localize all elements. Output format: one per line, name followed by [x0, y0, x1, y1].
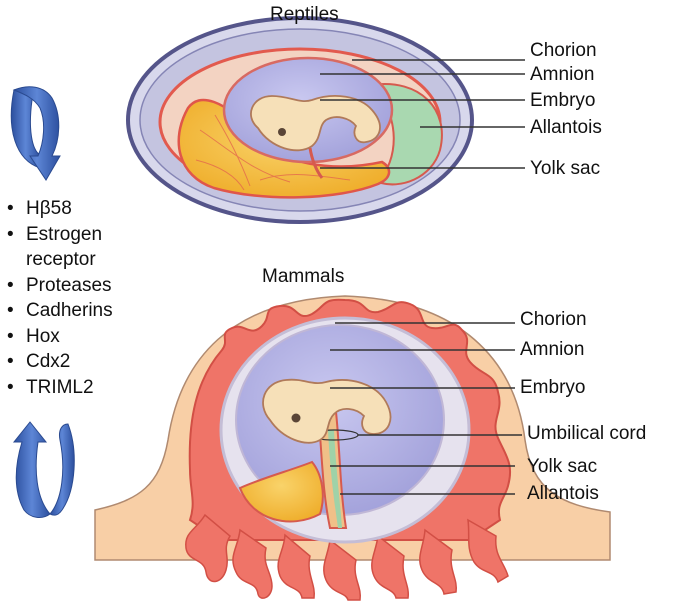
- reptile-label-allantois: Allantois: [530, 117, 602, 138]
- mammal-embryo: [262, 378, 392, 444]
- gene-item: Cdx2: [4, 349, 174, 375]
- gene-item: TRIML2: [4, 375, 174, 401]
- reptile-label-amnion: Amnion: [530, 64, 595, 85]
- reptile-egg: [126, 16, 525, 224]
- gene-list: Hβ58 Estrogen receptor Proteases Cadheri…: [4, 196, 174, 400]
- gene-item: Hβ58: [4, 196, 174, 222]
- mammal-yolk-sac: [238, 460, 324, 523]
- reptile-label-chorion: Chorion: [530, 40, 597, 61]
- mammal-label-embryo: Embryo: [520, 377, 586, 398]
- reptile-label-embryo: Embryo: [530, 90, 596, 111]
- reptile-embryo-eye: [278, 128, 286, 136]
- gene-item: Cadherins: [4, 298, 174, 324]
- gene-item: Hox: [4, 324, 174, 350]
- gene-item: Proteases: [4, 273, 174, 299]
- cycle-arrow-down-icon: [10, 86, 61, 181]
- mammal-allantois: [328, 430, 342, 528]
- reptile-leader-lines: [320, 59, 525, 169]
- mammal-label-yolk-sac: Yolk sac: [527, 456, 598, 477]
- reptile-label-yolk-sac: Yolk sac: [530, 158, 601, 179]
- mammal-label-allantois: Allantois: [527, 483, 599, 504]
- mammals-title: Mammals: [262, 266, 345, 287]
- mammal-label-amnion: Amnion: [520, 339, 585, 360]
- cycle-arrow-up-icon: [12, 421, 75, 518]
- mammal-label-umbilical-cord: Umbilical cord: [527, 423, 647, 444]
- mammal-leader-lines: [330, 322, 522, 495]
- mammal-chorionic-villi: [185, 513, 509, 601]
- mammal-label-chorion: Chorion: [520, 309, 587, 330]
- gene-item: Estrogen receptor: [4, 222, 174, 273]
- mammal-uterus: [94, 295, 611, 601]
- reptile-embryo: [250, 95, 381, 152]
- reptiles-title: Reptiles: [270, 4, 339, 25]
- mammal-embryo-eye: [291, 413, 301, 423]
